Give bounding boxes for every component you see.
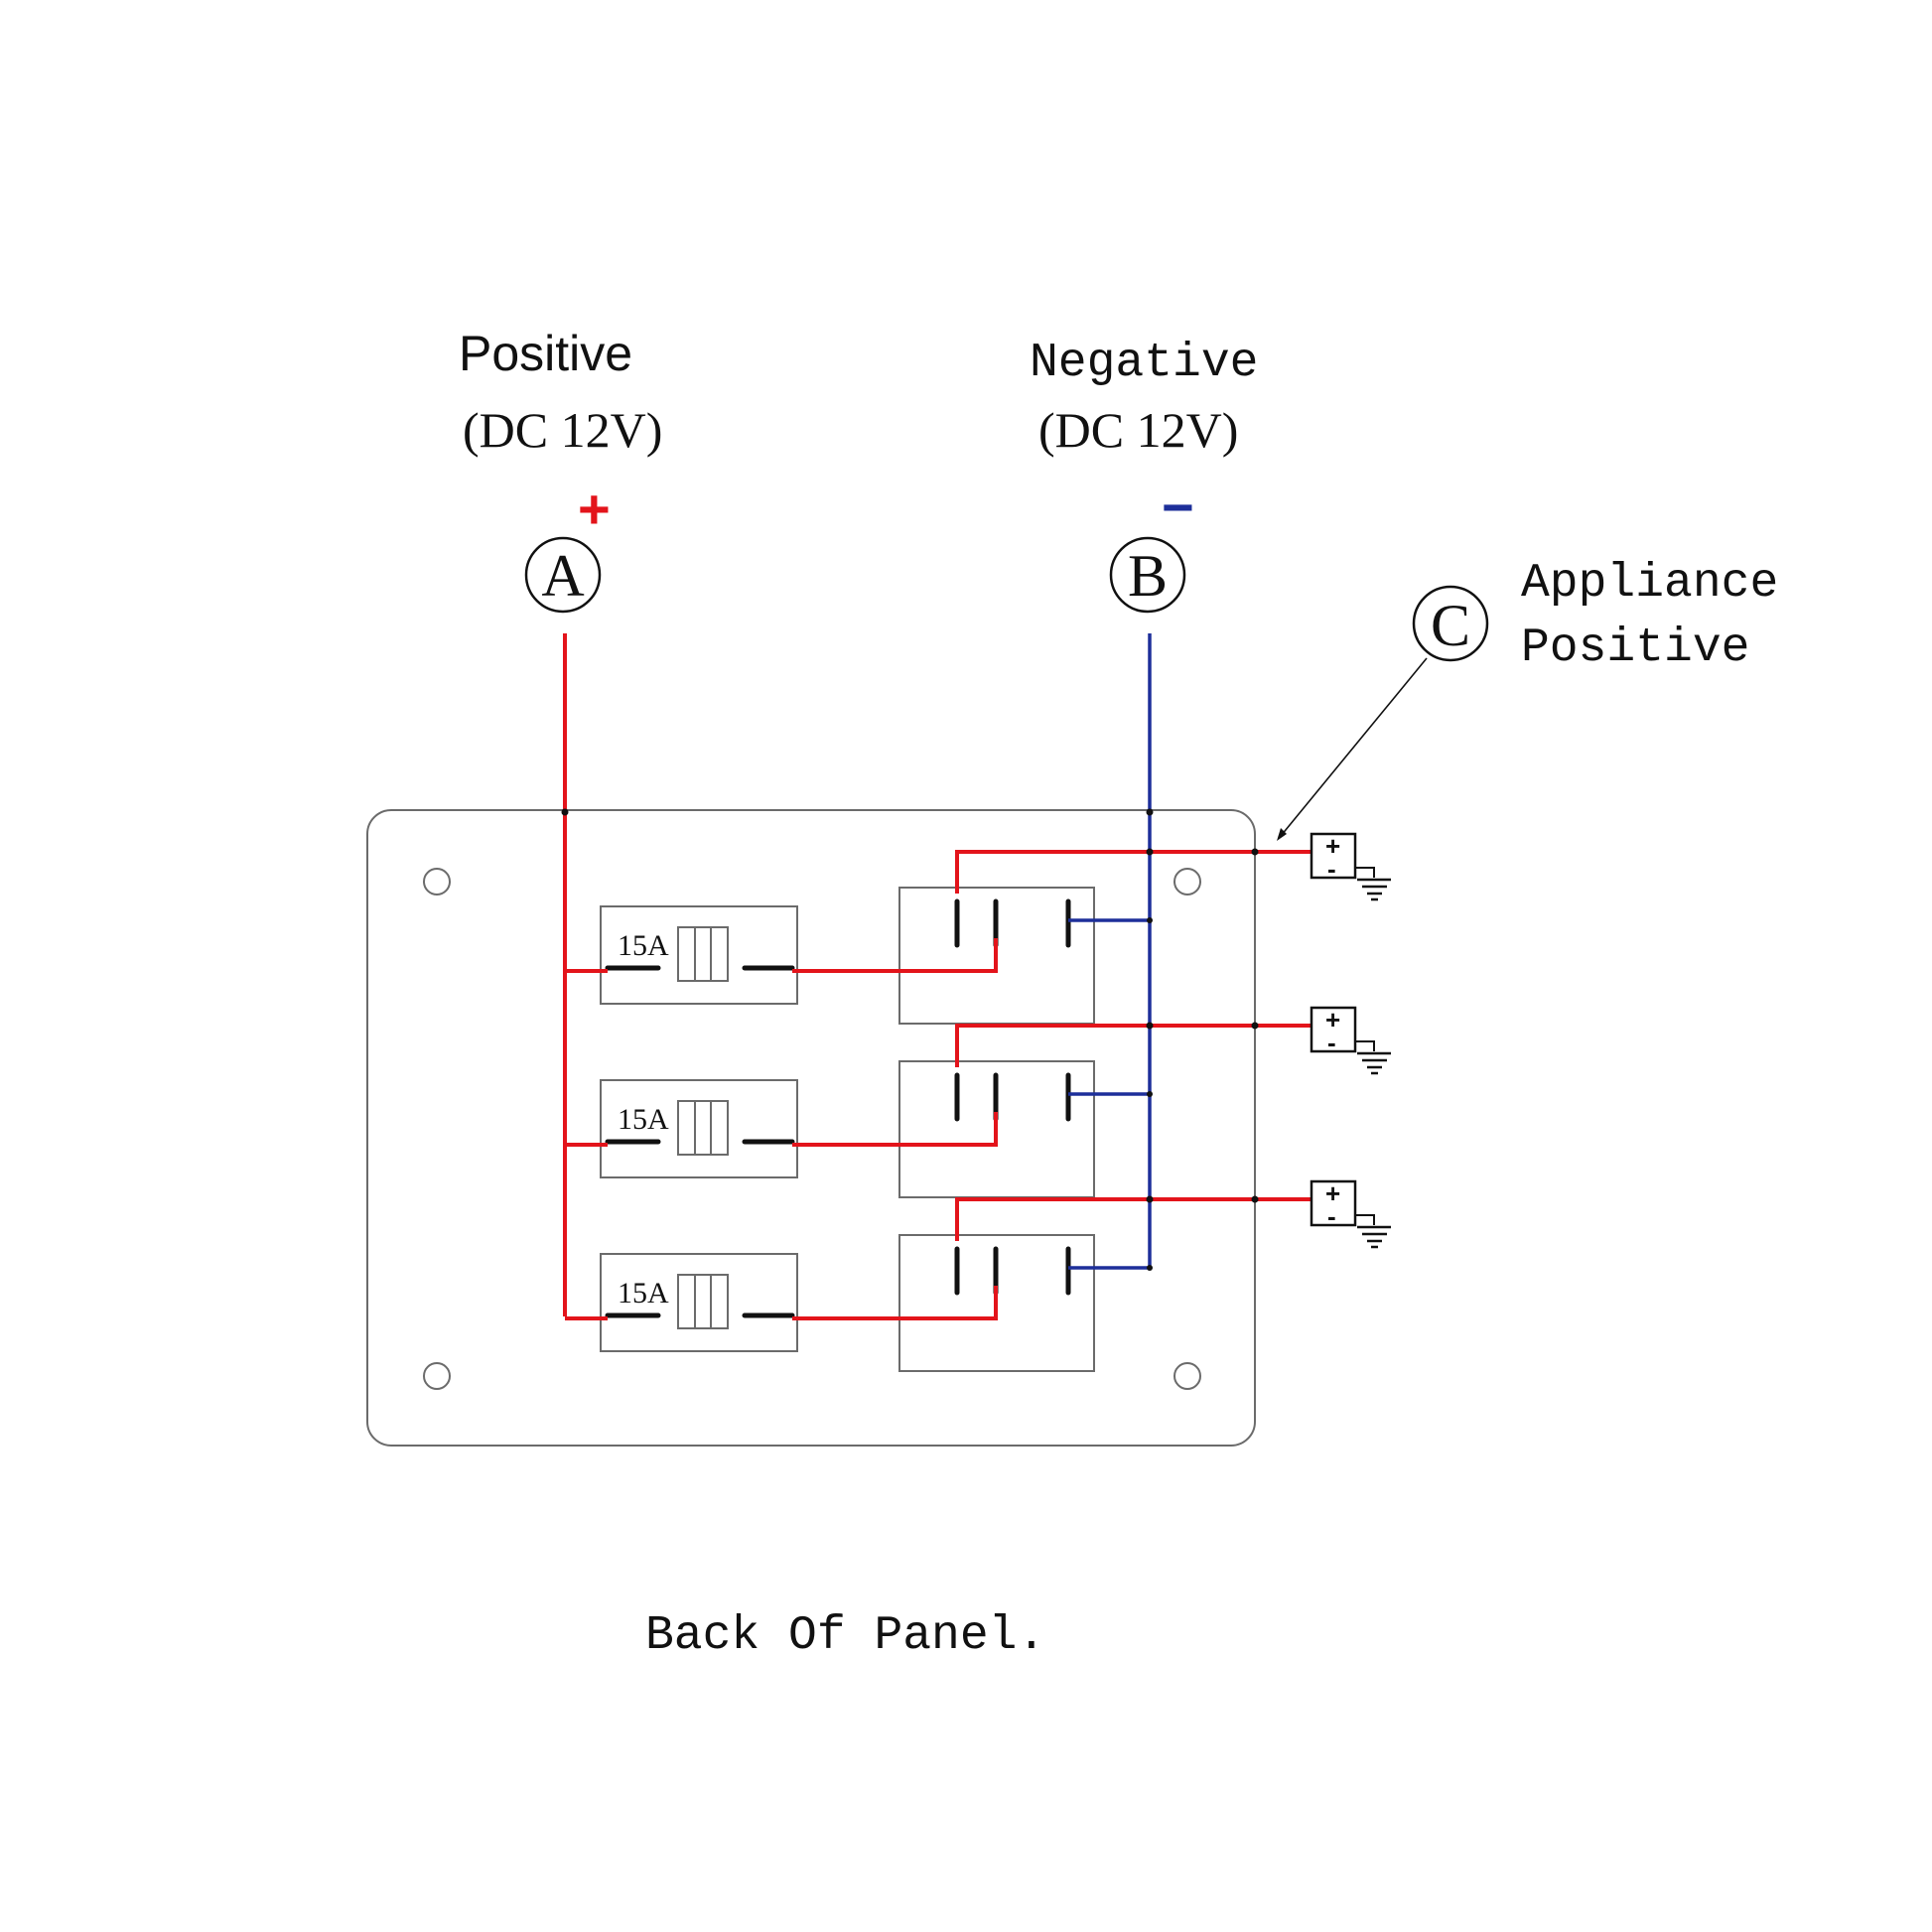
wire-crossing (1251, 1195, 1259, 1203)
appliance-label-line2: Positive (1521, 621, 1749, 675)
node-b-label: B (1128, 543, 1168, 609)
mounting-hole (1173, 868, 1201, 896)
node-c-leader (1277, 657, 1428, 841)
mounting-hole (423, 868, 451, 896)
load-minus-sign: - (1327, 1028, 1336, 1057)
bus-junction (1147, 917, 1153, 923)
load-ground-symbol: +- (1310, 831, 1391, 901)
appliance-label-line1: Appliance (1521, 557, 1778, 611)
appliance-output-wire (955, 1024, 1311, 1067)
wire-crossing (1146, 1022, 1154, 1030)
positive-subtitle: (DC 12V) (463, 402, 662, 458)
panel-outline (366, 809, 1256, 1447)
node-a: A (524, 536, 602, 614)
load-minus-sign: - (1327, 854, 1336, 884)
bus-junction (1147, 1265, 1153, 1271)
negative-subtitle: (DC 12V) (1038, 402, 1238, 458)
fuse-icon (677, 1274, 729, 1329)
wire-crossing (1251, 1022, 1259, 1030)
wire-crossing (1146, 1195, 1154, 1203)
negative-sign: − (1162, 476, 1194, 538)
fuse-rating: 15A (618, 1277, 669, 1310)
positive-bus-junction (561, 808, 569, 816)
wire-crossing (1146, 848, 1154, 856)
load-ground-symbol: +- (1310, 1178, 1391, 1249)
switch-feed-wire (792, 1112, 998, 1147)
node-c: C (1412, 585, 1489, 662)
ground-lead (1355, 1214, 1375, 1225)
positive-title: Positive (459, 326, 632, 381)
wire-crossing (1251, 848, 1259, 856)
circuit-row: 15A +- (565, 1005, 1391, 1198)
negative-bus-junction (1146, 808, 1154, 816)
ground-lead (1355, 1040, 1375, 1051)
appliance-output-wire (955, 850, 1311, 894)
fuse-rating: 15A (618, 929, 669, 962)
switch-feed-wire (792, 938, 998, 973)
circuit-row: 15A +- (565, 1178, 1391, 1372)
load-plus-sign: + (1325, 1178, 1340, 1208)
node-b: B (1109, 536, 1186, 614)
appliance-output-wire (955, 1197, 1311, 1241)
node-c-label: C (1431, 593, 1470, 658)
bus-junction (1147, 1091, 1153, 1097)
fuse-icon (677, 1100, 729, 1156)
load-terminal-box (1310, 1006, 1357, 1053)
negative-title: Negative (1030, 337, 1258, 390)
mounting-hole (423, 1362, 451, 1390)
panel-caption: Back Of Panel. (645, 1609, 1045, 1663)
load-minus-sign: - (1327, 1201, 1336, 1231)
load-terminal-box (1310, 1179, 1357, 1227)
ground-lead (1355, 867, 1375, 878)
circuit-row: 15A +- (565, 831, 1391, 1025)
mounting-hole (1173, 1362, 1201, 1390)
positive-sign: + (578, 478, 611, 540)
load-terminal-box (1310, 832, 1357, 880)
load-plus-sign: + (1325, 831, 1340, 861)
fuse-icon (677, 926, 729, 982)
node-a-label: A (541, 543, 584, 609)
switch-feed-wire (792, 1286, 998, 1320)
load-plus-sign: + (1325, 1005, 1340, 1035)
fuse-rating: 15A (618, 1103, 669, 1136)
load-ground-symbol: +- (1310, 1005, 1391, 1075)
